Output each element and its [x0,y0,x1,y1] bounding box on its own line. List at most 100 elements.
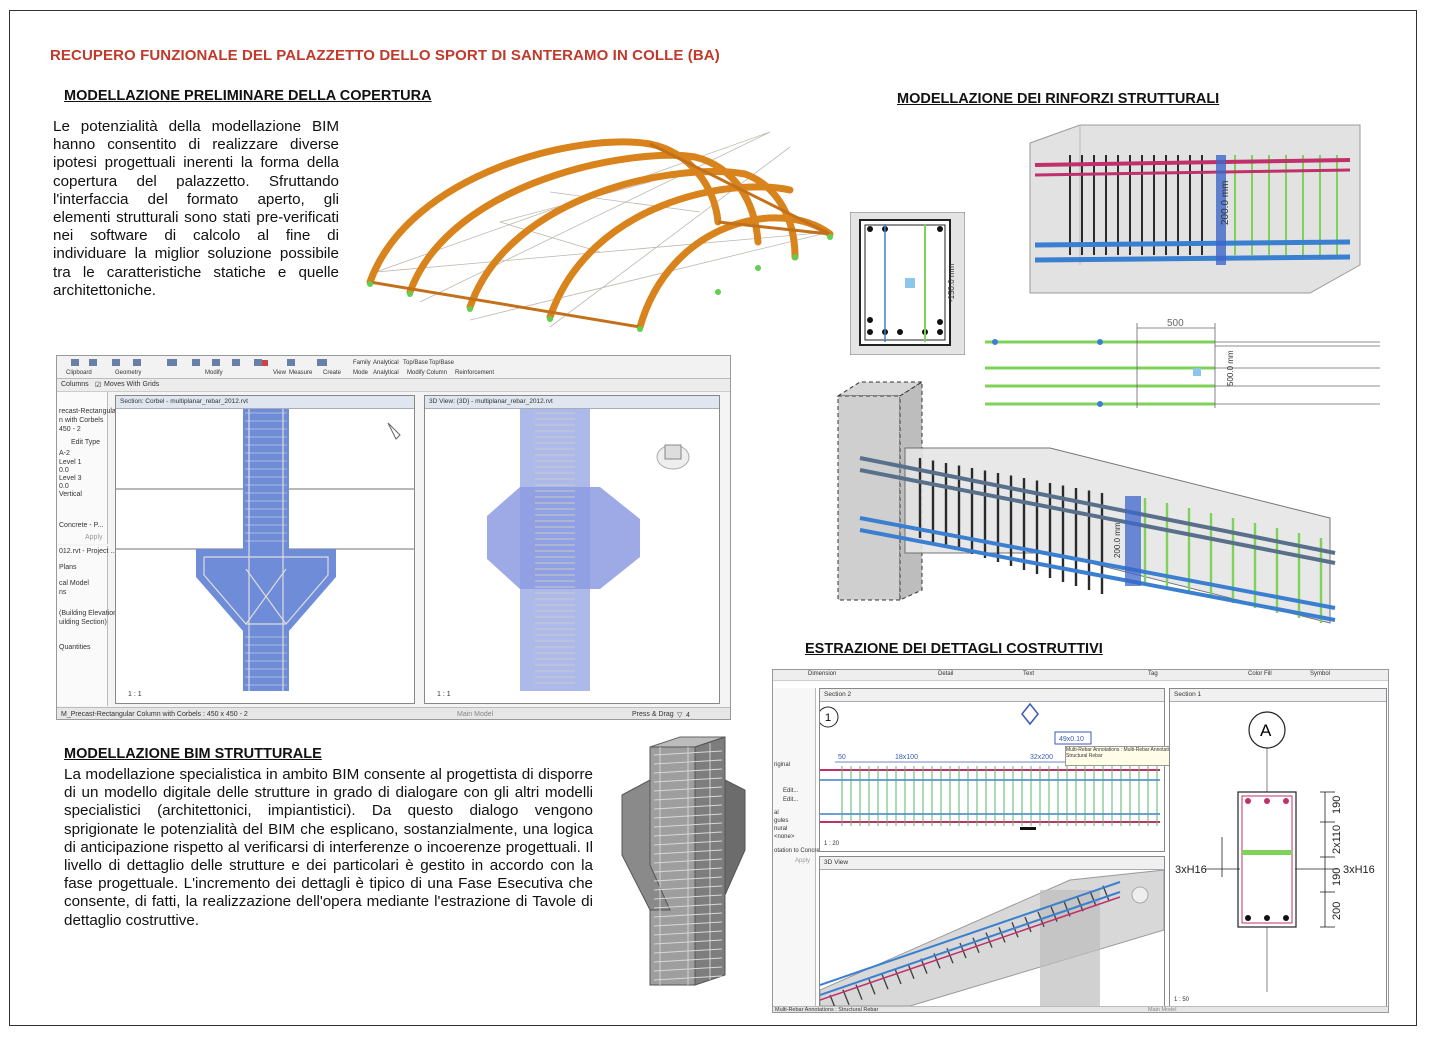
dim-190-b: 190 [1331,868,1343,886]
details-status-text: Multi-Rebar Annotations : Structural Reb… [775,1007,879,1013]
side-item: al [774,810,779,816]
section-2-drawing: 1 50 18x100 32x200 49x0.10 [820,702,1160,830]
header-detail[interactable]: Detail [938,671,954,677]
ribbon-group-create[interactable]: Create [323,370,342,376]
ribbon-group-modify[interactable]: Modify [205,370,223,376]
section-letter: A [1260,721,1272,740]
stirrup-line [868,979,876,995]
heading-bim: MODELLAZIONE BIM STRUTTURALE [64,746,322,762]
prop-row[interactable]: Level 3 [59,475,82,482]
stirrup-line [894,968,902,985]
side-edit-button[interactable]: Edit... [783,788,799,794]
ribbon: Clipboard Geometry Modify View Measure C… [57,356,730,379]
edit-type-button[interactable]: Edit Type [71,439,101,446]
side-item: nural [774,826,788,832]
header-dimension[interactable]: Dimension [808,671,837,677]
browser-item[interactable]: Plans [59,564,77,571]
side-item: <none> [774,834,795,840]
browser-item[interactable]: uilding Section) [59,619,107,626]
details-3d-tab[interactable]: 3D View [820,857,1164,870]
browser-item[interactable]: (Building Elevation) [59,610,120,617]
3d-view-title: 3D View: {3D} - multiplanar_rebar_2012.r… [425,396,719,409]
side-annotation-tag: otation to Concret... [774,848,827,854]
filter-count: 4 [686,712,690,719]
roof-arches-image [366,131,834,332]
stirrup-line [998,927,1006,943]
dim-200: 200 [1331,902,1343,920]
prop-row[interactable]: 0.0 [59,467,69,474]
header-color-fill[interactable]: Color Fill [1248,671,1272,677]
option-moves-with-grids[interactable]: Moves With Grids [104,381,160,388]
prop-row[interactable]: Concrete - P... [59,522,104,529]
marker-number: 1 [825,712,831,724]
stirrup-line [1011,921,1019,938]
main-model-selector[interactable]: Main Model [457,711,494,718]
prop-row[interactable]: 0.0 [59,483,69,490]
header-tag[interactable]: Tag [1148,671,1158,677]
status-text: M_Precast-Rectangular Column with Corbel… [61,711,248,718]
section-1-tab-label: Section 1 [1174,691,1202,698]
side-item: gules [774,818,789,824]
3d-scale[interactable]: 1 : 1 [437,691,451,698]
ribbon-group-view[interactable]: View [273,370,286,376]
ribbon-group-geometry[interactable]: Geometry [115,370,142,376]
details-main-model[interactable]: Main Model [1148,1007,1177,1013]
prop-type-2: n with Corbels [59,417,104,424]
stirrup-line [829,994,836,1006]
beam-dim-b: 200.0 mm [1113,522,1122,558]
3d-view-window[interactable]: 3D View: {3D} - multiplanar_rebar_2012.r… [424,395,720,704]
section-view-drawing [116,409,414,691]
header-text[interactable]: Text [1023,671,1035,677]
section-scale[interactable]: 1 : 1 [128,691,142,698]
rebar-plan-image: 500 500.0 mm [985,318,1380,408]
option-columns: Columns [61,381,89,388]
options-bar: Columns ☑ Moves With Grids [57,379,730,392]
label-50: 50 [838,754,846,761]
properties-palette: recast-Rectangular n with Corbels 450 - … [57,392,118,544]
ribbon-group-clipboard[interactable]: Clipboard [66,370,92,376]
filter-icon[interactable]: ▽ [677,712,683,719]
section-view-window[interactable]: Section: Corbel - multiplanar_rebar_2012… [115,395,415,704]
section-1-tab[interactable]: Section 1 [1170,689,1386,702]
side-edit-button[interactable]: Edit... [783,797,799,803]
ribbon-group-mode[interactable]: Mode [353,370,369,376]
beam-dim-a: 200.0 mm [1220,181,1231,225]
ribbon-group-measure[interactable]: Measure [289,370,313,376]
section-2-view[interactable]: Section 2 1 50 18x100 32x200 49x0.10 Mul… [819,688,1202,852]
details-3d-drawing [820,870,1164,1006]
ribbon-family[interactable]: Family [353,360,371,366]
press-drag-toggle[interactable]: Press & Drag [632,711,674,718]
ribbon-top-base-b[interactable]: Top/Base [429,360,455,366]
ribbon-group-modify-column[interactable]: Modify Column [407,370,448,376]
option-checkbox-icon[interactable]: ☑ [95,382,102,389]
browser-item[interactable]: ns [59,589,67,596]
revit-screenshot-column: Clipboard Geometry Modify View Measure C… [56,355,731,720]
details-header: Dimension Detail Text Tag Color Fill Sym… [773,670,1388,681]
ribbon-group-analytical[interactable]: Analytical [373,370,399,376]
heading-dettagli: ESTRAZIONE DEI DETTAGLI COSTRUTTIVI [805,641,1103,657]
ribbon-analytical[interactable]: Analytical [373,360,399,366]
ribbon-group-reinforcement[interactable]: Reinforcement [455,370,495,376]
prop-row[interactable]: Vertical [59,491,82,498]
section-2-tab[interactable]: Section 2 [820,689,1164,702]
column-section-image: -150.0 mm [850,212,965,355]
prop-row[interactable]: Level 1 [59,459,82,466]
ribbon-top-base-a[interactable]: Top/Base [403,360,429,366]
browser-item[interactable]: cal Model [59,580,89,587]
3d-view-drawing [487,409,690,691]
label-49x010: 49x0.10 [1059,736,1084,743]
section-1-scale[interactable]: 1 : 50 [1174,997,1190,1003]
browser-item[interactable]: Quantities [59,644,91,651]
stirrup-line [1089,890,1097,907]
section-2-scale[interactable]: 1 : 20 [824,841,840,847]
apply-button[interactable]: Apply [85,534,103,541]
stirrup-line [985,932,993,948]
section-1-view[interactable]: Section 1 A 190 2x110 190 200 3xH16 3xH1… [1169,688,1387,1008]
prop-type-1: recast-Rectangular [59,408,119,415]
plan-dim-top: 500 [1167,318,1184,329]
heading-rinforzi: MODELLAZIONE DEI RINFORZI STRUTTURALI [897,91,1220,107]
header-symbol[interactable]: Symbol [1310,671,1331,677]
side-apply-button[interactable]: Apply [795,858,811,864]
bars-left-label: 3xH16 [1175,864,1207,876]
details-3d-view[interactable]: 3D View [819,856,1165,1008]
